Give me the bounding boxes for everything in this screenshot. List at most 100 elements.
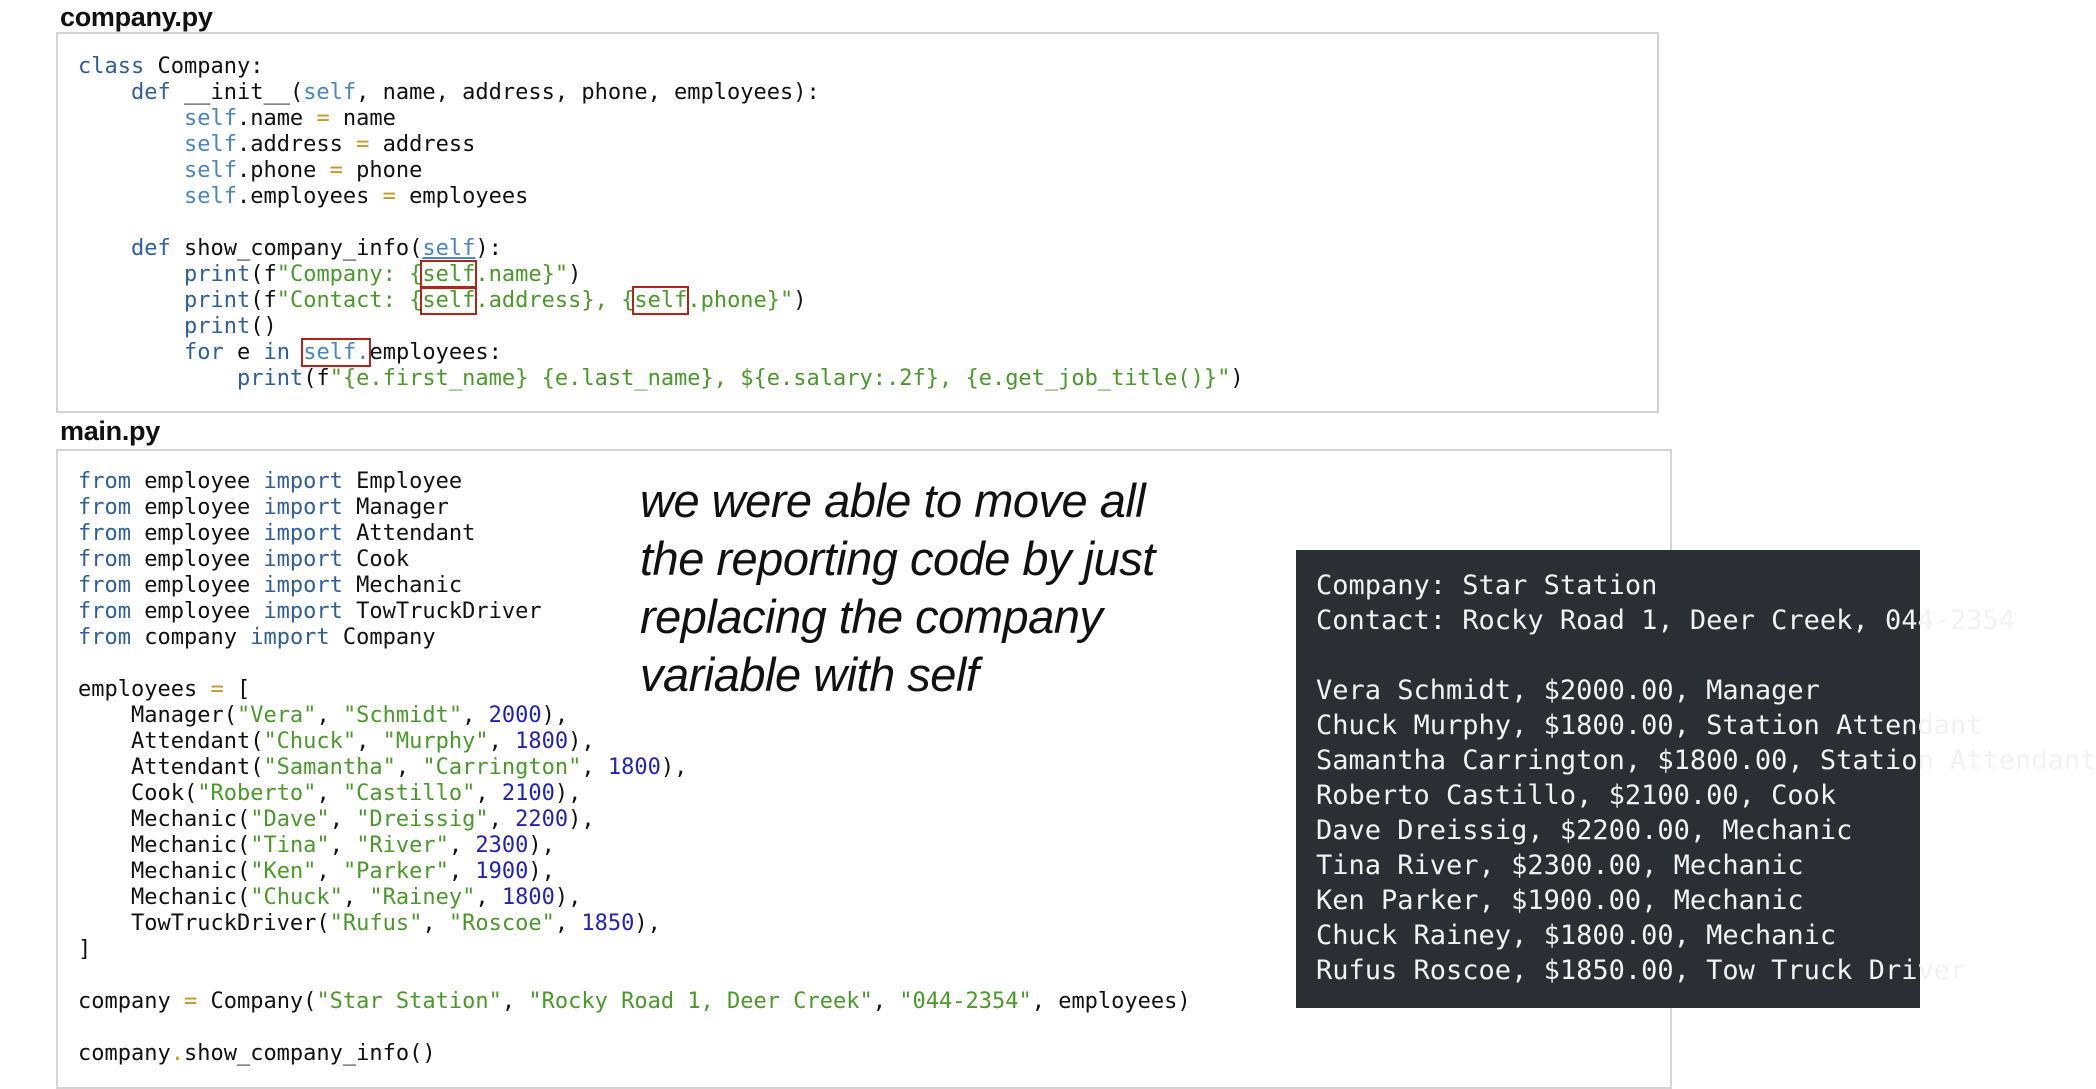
module-name: employee	[130, 495, 264, 520]
keyword: print	[183, 314, 251, 339]
code-text: ,	[872, 989, 900, 1014]
annotation-line: variable with self	[640, 648, 979, 701]
keyword: from	[78, 469, 131, 494]
string-literal: "Dave"	[250, 807, 330, 832]
terminal-line: Dave Dreissig, $2200.00, Mechanic	[1316, 815, 1853, 846]
string-literal: .name}"	[475, 262, 569, 287]
terminal-line: Chuck Murphy, $1800.00, Station Attendan…	[1316, 710, 1983, 741]
code-line: Attendant("Chuck", "Murphy", 1800),	[78, 729, 1191, 755]
class-name: Company:	[144, 54, 264, 79]
string-literal: "Castillo"	[342, 781, 476, 806]
self-keyword: self	[422, 236, 476, 261]
code-line: Attendant("Samantha", "Carrington", 1800…	[78, 755, 1191, 781]
code-line: from employee import Attendant	[78, 521, 1191, 547]
string-literal: .phone}"	[687, 288, 794, 313]
code-text: ,	[316, 859, 343, 884]
code-line: print(f"Company: {self.name}")	[78, 260, 1244, 289]
terminal-line	[1316, 638, 2096, 673]
import-name: Cook	[342, 547, 410, 572]
string-literal: "Roberto"	[197, 781, 317, 806]
code-text: ,	[488, 729, 516, 754]
code-line: TowTruckDriver("Rufus", "Roscoe", 1850),	[78, 911, 1191, 937]
class-call: Mechanic(	[130, 833, 251, 858]
class-call: Cook(	[130, 781, 198, 806]
code-text: ,	[475, 781, 502, 806]
keyword: print	[183, 288, 251, 313]
code-text: ,	[329, 833, 357, 858]
code-text: ),	[660, 755, 688, 780]
string-literal: "Star Station"	[316, 989, 502, 1014]
code-text: .address	[236, 132, 357, 157]
code-line: self.phone = phone	[78, 158, 1244, 184]
code-text: company	[78, 989, 184, 1014]
operator: =	[183, 989, 198, 1014]
module-name: employee	[130, 547, 264, 572]
self-highlight-box: self	[420, 286, 478, 315]
code-line: from employee import TowTruckDriver	[78, 599, 1191, 625]
keyword: print	[236, 366, 304, 391]
keyword: import	[263, 469, 343, 494]
code-text: ,	[475, 885, 502, 910]
code-line: from company import Company	[78, 625, 1191, 651]
code-text: ,	[501, 989, 529, 1014]
keyword: in	[263, 340, 290, 365]
module-name: employee	[130, 573, 264, 598]
number-literal: 2100	[501, 781, 555, 806]
company-code: class Company: def __init__(self, name, …	[78, 54, 1244, 392]
terminal-line: Company: Star Station	[1316, 570, 1658, 601]
string-literal: "Schmidt"	[342, 703, 463, 728]
module-name: company	[130, 625, 251, 650]
class-call: TowTruckDriver(	[130, 911, 330, 936]
string-literal: "Rocky Road 1, Deer Creek"	[528, 989, 873, 1014]
class-call: Manager(	[130, 703, 237, 728]
keyword: from	[78, 495, 131, 520]
string-literal: "River"	[356, 833, 449, 858]
code-text: .name	[236, 106, 317, 131]
code-line: def show_company_info(self):	[78, 236, 1244, 262]
string-literal: "044-2354"	[899, 989, 1032, 1014]
number-literal: 1800	[501, 885, 555, 910]
code-text: ),	[568, 807, 595, 832]
code-text: )	[568, 262, 582, 287]
code-text: ),	[568, 729, 595, 754]
string-literal: "Tina"	[250, 833, 330, 858]
code-text: ,	[329, 807, 357, 832]
code-text: ),	[634, 911, 661, 936]
code-text: ,	[422, 911, 449, 936]
code-text: ,	[581, 755, 608, 780]
keyword: import	[263, 495, 343, 520]
keyword: from	[78, 547, 131, 572]
code-text: show_company_info(	[170, 236, 423, 261]
self-keyword: self	[183, 106, 237, 131]
code-line: Mechanic("Tina", "River", 2300),	[78, 833, 1191, 859]
string-literal: "Carrington"	[422, 755, 582, 780]
code-line: self.name = name	[78, 106, 1244, 132]
string-literal: "Company: {	[276, 262, 423, 287]
string-literal: "Ken"	[250, 859, 317, 884]
string-literal: .address}, {	[475, 288, 635, 313]
code-text: __init__(	[170, 80, 304, 105]
self-keyword: self	[183, 132, 237, 157]
code-line: class Company:	[78, 54, 1244, 80]
string-literal: "Samantha"	[263, 755, 396, 780]
code-text: ,	[395, 755, 423, 780]
import-name: TowTruckDriver	[342, 599, 542, 624]
terminal-line: Samantha Carrington, $1800.00, Station A…	[1316, 745, 2096, 776]
class-call: Mechanic(	[130, 807, 251, 832]
keyword: import	[263, 521, 343, 546]
number-literal: 1850	[581, 911, 635, 936]
code-text: .employees	[236, 184, 383, 209]
code-text: , employees)	[1031, 989, 1191, 1014]
code-line	[78, 963, 1191, 989]
self-keyword: self	[303, 80, 357, 105]
string-literal: "Chuck"	[263, 729, 357, 754]
code-line: print(f"{e.first_name} {e.last_name}, ${…	[78, 366, 1244, 392]
string-literal: "Rufus"	[329, 911, 423, 936]
code-text: (f	[250, 262, 277, 287]
operator: =	[382, 184, 396, 209]
code-text: ),	[554, 781, 582, 806]
class-call: Attendant(	[130, 729, 264, 754]
code-text: show_company_info()	[183, 1041, 436, 1066]
code-text: (f	[250, 288, 277, 313]
